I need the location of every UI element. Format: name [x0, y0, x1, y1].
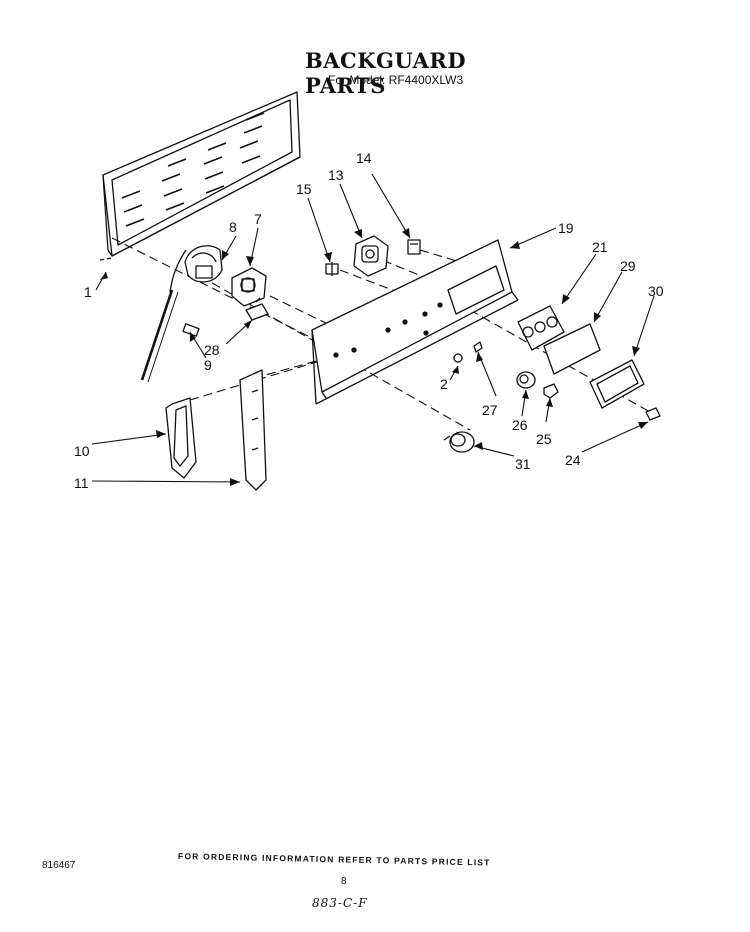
part-10-side-gasket [165, 397, 197, 479]
part-24-bulb [645, 407, 661, 421]
part-28-bracket [245, 297, 269, 321]
callout-2: 2 [440, 376, 448, 392]
part-26-knob [516, 371, 536, 389]
handwritten-code: 883-C-F [312, 896, 368, 910]
part-19-control-panel [311, 239, 519, 405]
part-11-end-cap [239, 369, 267, 491]
part-2-screw [453, 353, 463, 363]
callout-21: 21 [592, 239, 608, 255]
callout-11: 11 [74, 475, 89, 491]
callout-25: 25 [536, 431, 552, 447]
callout-15: 15 [296, 181, 312, 197]
document-number: 816467 [42, 860, 76, 871]
callout-24: 24 [565, 452, 581, 468]
part-21-face-plate [517, 305, 565, 351]
part-1-rear-panel [99, 91, 301, 261]
callout-30: 30 [648, 283, 664, 299]
callout-28: 28 [204, 342, 220, 358]
callout-8: 8 [229, 219, 237, 235]
part-15-socket [325, 262, 339, 276]
callout-13: 13 [328, 167, 344, 183]
diagram-title: BACKGUARD PARTS [305, 48, 467, 98]
model-subtitle: For Model: RF4400XLW3 [328, 73, 464, 87]
callout-19: 19 [558, 220, 574, 236]
callout-26: 26 [512, 417, 528, 433]
part-31-large-knob [443, 431, 475, 453]
callout-27: 27 [482, 402, 498, 418]
callout-9: 9 [204, 357, 212, 373]
part-25-small-knob [543, 383, 559, 399]
callout-1: 1 [84, 284, 92, 300]
callout-7: 7 [254, 211, 262, 227]
callout-10: 10 [74, 443, 90, 459]
part-13-timer [353, 235, 389, 277]
part-7-rotary-switch [231, 267, 267, 307]
part-29-lens [543, 323, 601, 375]
callout-29: 29 [620, 258, 636, 274]
page-number: 8 [341, 876, 347, 887]
part-8-switch-assembly [140, 245, 223, 383]
part-9-connector [182, 323, 200, 337]
callout-14: 14 [356, 150, 372, 166]
part-27-clip [473, 341, 483, 353]
callout-31: 31 [515, 456, 531, 472]
part-14-small-switch [407, 239, 421, 255]
part-30-trim-frame [589, 359, 645, 409]
